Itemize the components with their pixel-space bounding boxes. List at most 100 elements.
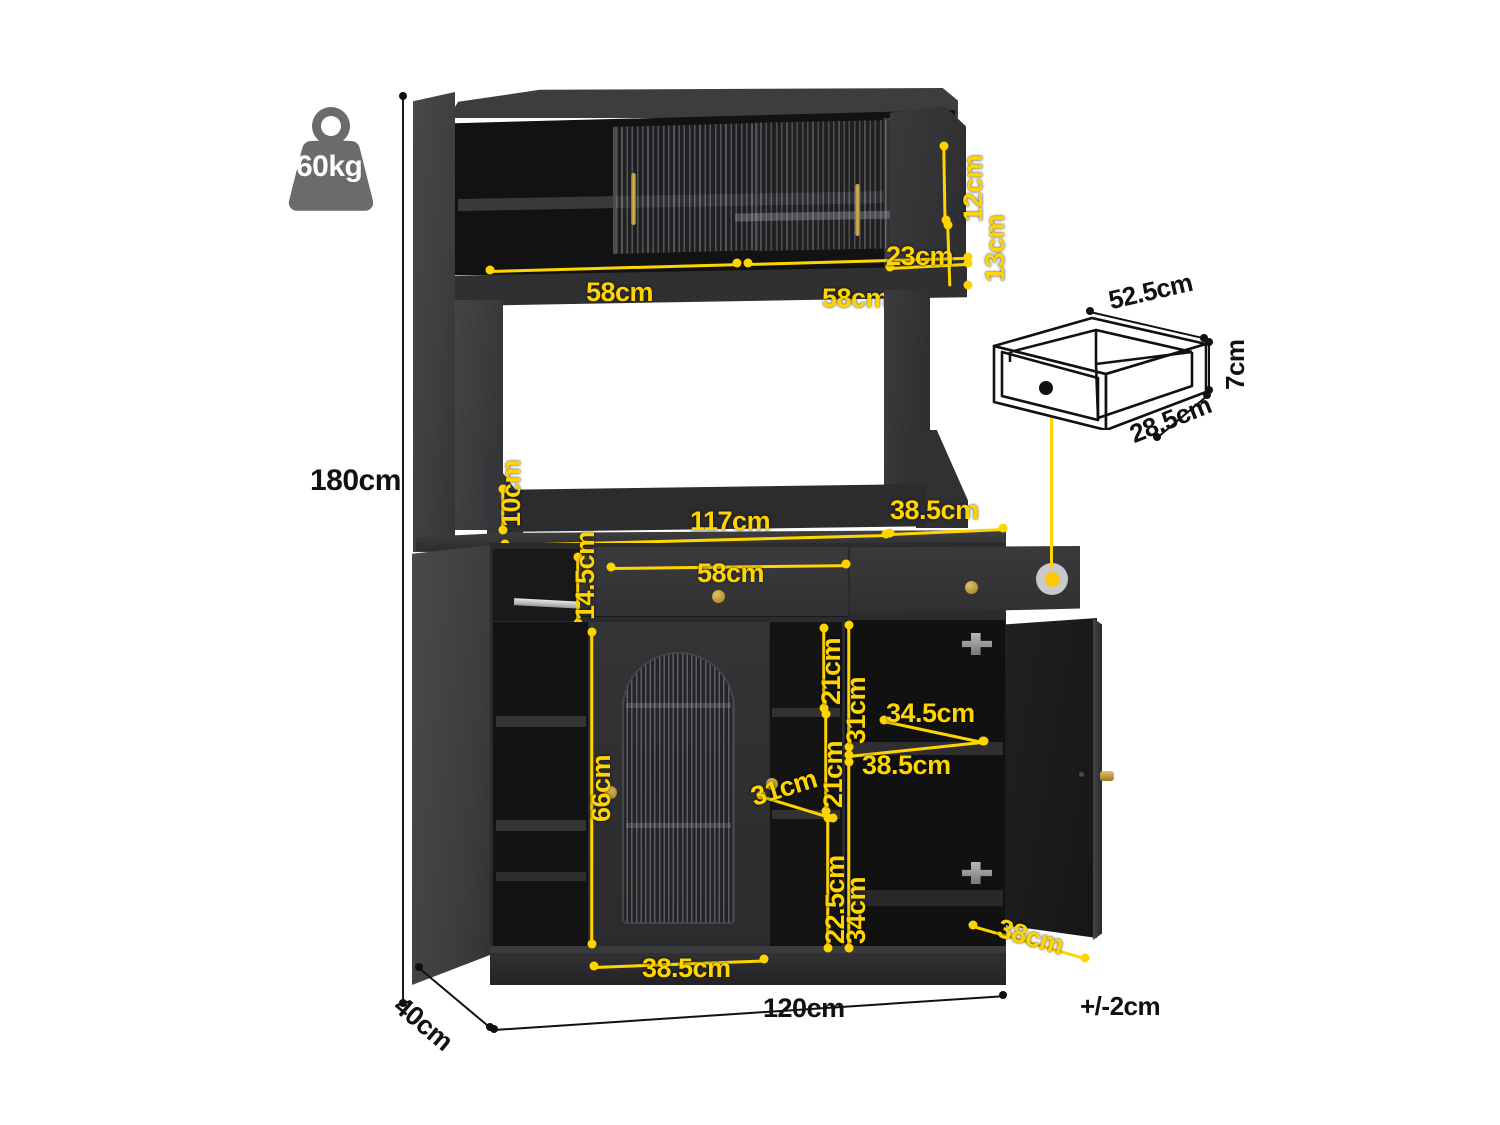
hutch-right-side-panel: [890, 106, 966, 276]
drawer-detail-height-label: 7cm: [1220, 339, 1250, 390]
mid-compartment-shelf-2: [772, 810, 840, 819]
dot-34-b: [844, 943, 854, 953]
overall-depth-label: 40cm: [388, 990, 459, 1057]
dot-12-a: [939, 141, 949, 151]
open-shelf-column: [493, 622, 588, 952]
dot-21a-b: [819, 703, 829, 713]
mid-compartment-column: [770, 622, 842, 952]
hutch-handle-right[interactable]: [855, 184, 860, 236]
open-shelf-1: [496, 716, 586, 727]
hutch-left-side-panel: [413, 92, 455, 552]
dot-34-a: [844, 757, 854, 767]
dot-525-b: [1200, 334, 1208, 342]
weight-icon: [288, 107, 374, 211]
dot-ws-b: [998, 523, 1008, 533]
open-door-edge: [1093, 618, 1102, 940]
drawer-height-label: 14.5cm: [570, 531, 600, 620]
dot-31r-b: [844, 742, 854, 752]
worktop-width-label: 117cm: [690, 506, 771, 536]
mid-compartment-shelf-1: [772, 708, 840, 717]
weight-label: 60kg: [296, 150, 363, 183]
dot-12-b: [941, 215, 951, 225]
drawer-right-knob[interactable]: [965, 581, 978, 594]
dot-13-a: [943, 220, 953, 230]
dot-21b-a: [821, 709, 831, 719]
dot-38-a: [968, 920, 978, 930]
hutch-glass-door-right[interactable]: [755, 120, 895, 251]
height-dot-bottom: [399, 999, 407, 1007]
dot-bd-b: [759, 954, 769, 964]
drawer-left-knob[interactable]: [712, 590, 725, 603]
hutch-upper-shelf-height-label: 12cm: [958, 154, 988, 222]
dot-31r-a: [844, 620, 854, 630]
worktop-right-depth-label: 38.5cm: [890, 495, 979, 525]
mid-compartment-knob[interactable]: [766, 778, 778, 790]
glass-door-interior-shelf-lower: [626, 823, 731, 828]
right-lower-height-label: 34cm: [841, 876, 871, 944]
dot-120-b: [999, 991, 1007, 999]
dot-hutch-right-b: [963, 252, 973, 262]
open-door-panel[interactable]: [1005, 618, 1097, 938]
right-cabinet-floor: [848, 890, 1003, 906]
dot-13-b: [963, 280, 973, 290]
worktop-backsplash: [503, 484, 926, 532]
hutch-glass-door-left[interactable]: [613, 123, 758, 254]
glass-door-height-label: 66cm: [586, 754, 616, 822]
glass-door-interior-shelf-upper: [626, 703, 731, 708]
dot-345-a: [879, 715, 889, 725]
overall-height-label: 180cm: [310, 464, 401, 497]
hutch-right-width-label: 58cm: [822, 283, 890, 313]
mid-shelf-2-label: 21cm: [818, 740, 848, 808]
hutch-handle-left[interactable]: [631, 173, 636, 225]
dot-d58-b: [841, 559, 851, 569]
drawer-callout-leader-line: [1050, 388, 1053, 568]
overall-height-line: [402, 96, 404, 1004]
open-shelf-2: [496, 820, 586, 831]
dot-hutch-left-b: [732, 258, 742, 268]
drawer-callout-marker: [1036, 563, 1068, 595]
dot-10-b: [498, 525, 508, 535]
cabinet-plinth: [490, 952, 1006, 985]
dot-225-b: [823, 943, 833, 953]
drawer-width-label: 58cm: [697, 558, 765, 588]
open-door-screw-hole: [1079, 772, 1084, 777]
hutch-side-compartment-label: 23cm: [886, 241, 954, 271]
dot-66-b: [587, 939, 597, 949]
dot-38-b: [1080, 953, 1090, 963]
dot-31d-a: [756, 790, 766, 800]
glass-door-knob[interactable]: [604, 786, 617, 799]
line-120cm: [493, 995, 1003, 1031]
dot-23-b: [963, 258, 973, 268]
dot-525-a: [1086, 307, 1094, 315]
height-dot-top: [399, 92, 407, 100]
dot-7-a: [1205, 338, 1213, 346]
dot-10-a: [498, 484, 508, 494]
backsplash-height-label: 10cm: [496, 459, 526, 527]
dot-21b-b: [821, 806, 831, 816]
tolerance-label: +/-2cm: [1080, 991, 1161, 1021]
hutch-lower-shelf-height-label: 13cm: [980, 214, 1010, 282]
right-upper-height-label: 31cm: [841, 676, 871, 744]
dot-21a-a: [819, 623, 829, 633]
drawer-left-open-cavity: [493, 549, 581, 621]
cabinet-base-top-bevel: [490, 946, 1006, 953]
right-interior-width-label: 38.5cm: [862, 750, 951, 780]
dot-66-a: [587, 627, 597, 637]
dot-31d-b: [828, 813, 838, 823]
hutch-left-width-label: 58cm: [586, 277, 654, 307]
open-shelf-3: [496, 872, 586, 881]
right-shelf-depth-label: 34.5cm: [886, 698, 975, 728]
glass-door-width-label: 38.5cm: [642, 953, 731, 983]
overall-width-label: 120cm: [763, 993, 845, 1023]
line-7cm: [1208, 343, 1210, 391]
dot-r385-b: [979, 736, 989, 746]
drawer-left-front[interactable]: [580, 547, 848, 617]
glass-door-arched-glass[interactable]: [622, 652, 735, 924]
dot-285-a: [1203, 391, 1211, 399]
dot-145-a: [573, 552, 583, 562]
cabinet-left-side-panel: [412, 545, 492, 985]
dot-7-b: [1205, 386, 1213, 394]
dot-285-b: [1153, 433, 1161, 441]
open-door-knob[interactable]: [1100, 771, 1114, 781]
